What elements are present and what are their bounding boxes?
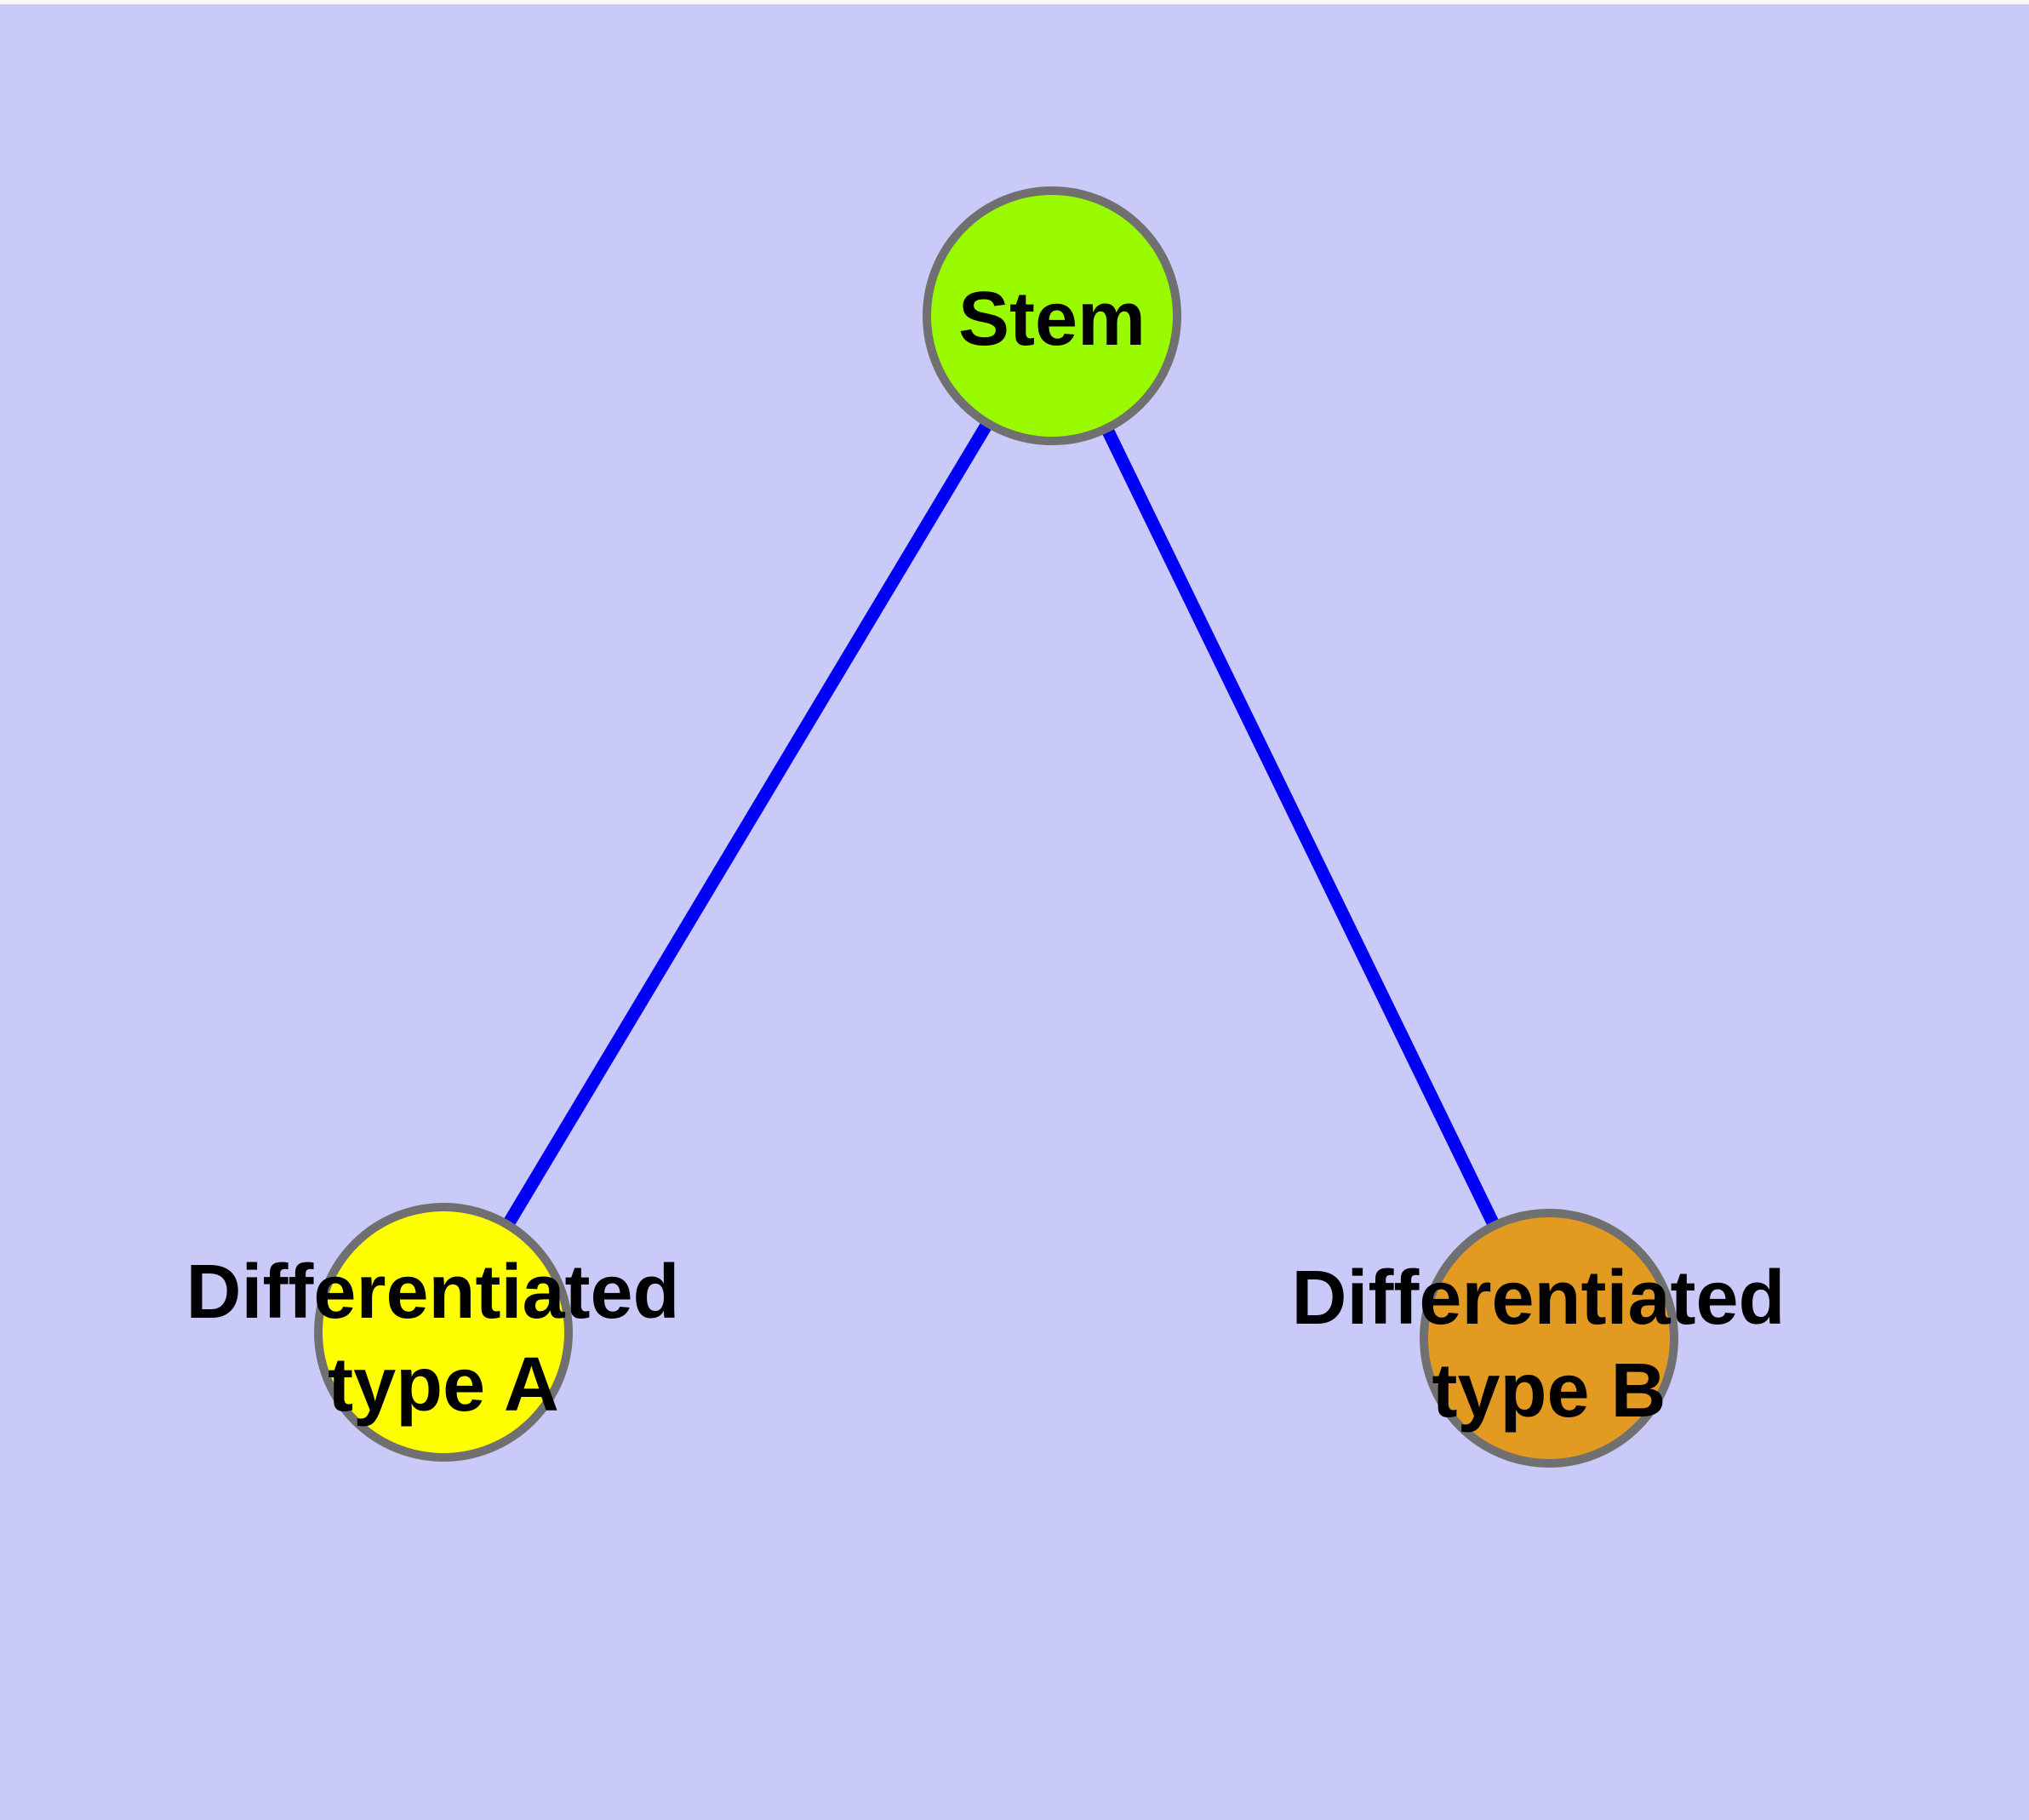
node-stem [923, 186, 1181, 445]
edge-stem-to-type-b [1046, 312, 1555, 1342]
node-type-a-label: Differentiated type A [186, 1250, 700, 1428]
node-type-b-label-line1: Differentiated [1291, 1256, 1785, 1341]
node-group [314, 186, 1678, 1468]
node-type-a-label-line2: type A [328, 1342, 559, 1428]
edge-stem-to-type-a [437, 312, 1058, 1336]
node-stem-label: Stem [958, 277, 1146, 362]
edge-group [437, 312, 1555, 1342]
node-type-b-label: Differentiated type B [1291, 1256, 1806, 1434]
node-type-b-label-line2: type B [1432, 1348, 1666, 1434]
node-type-a-label-line1: Differentiated [186, 1250, 679, 1335]
node-differentiated-type-a [314, 1203, 573, 1462]
top-strip [0, 0, 2029, 4]
label-group: Stem Differentiated type A Differentiate… [186, 277, 1806, 1434]
node-differentiated-type-b [1420, 1209, 1678, 1468]
